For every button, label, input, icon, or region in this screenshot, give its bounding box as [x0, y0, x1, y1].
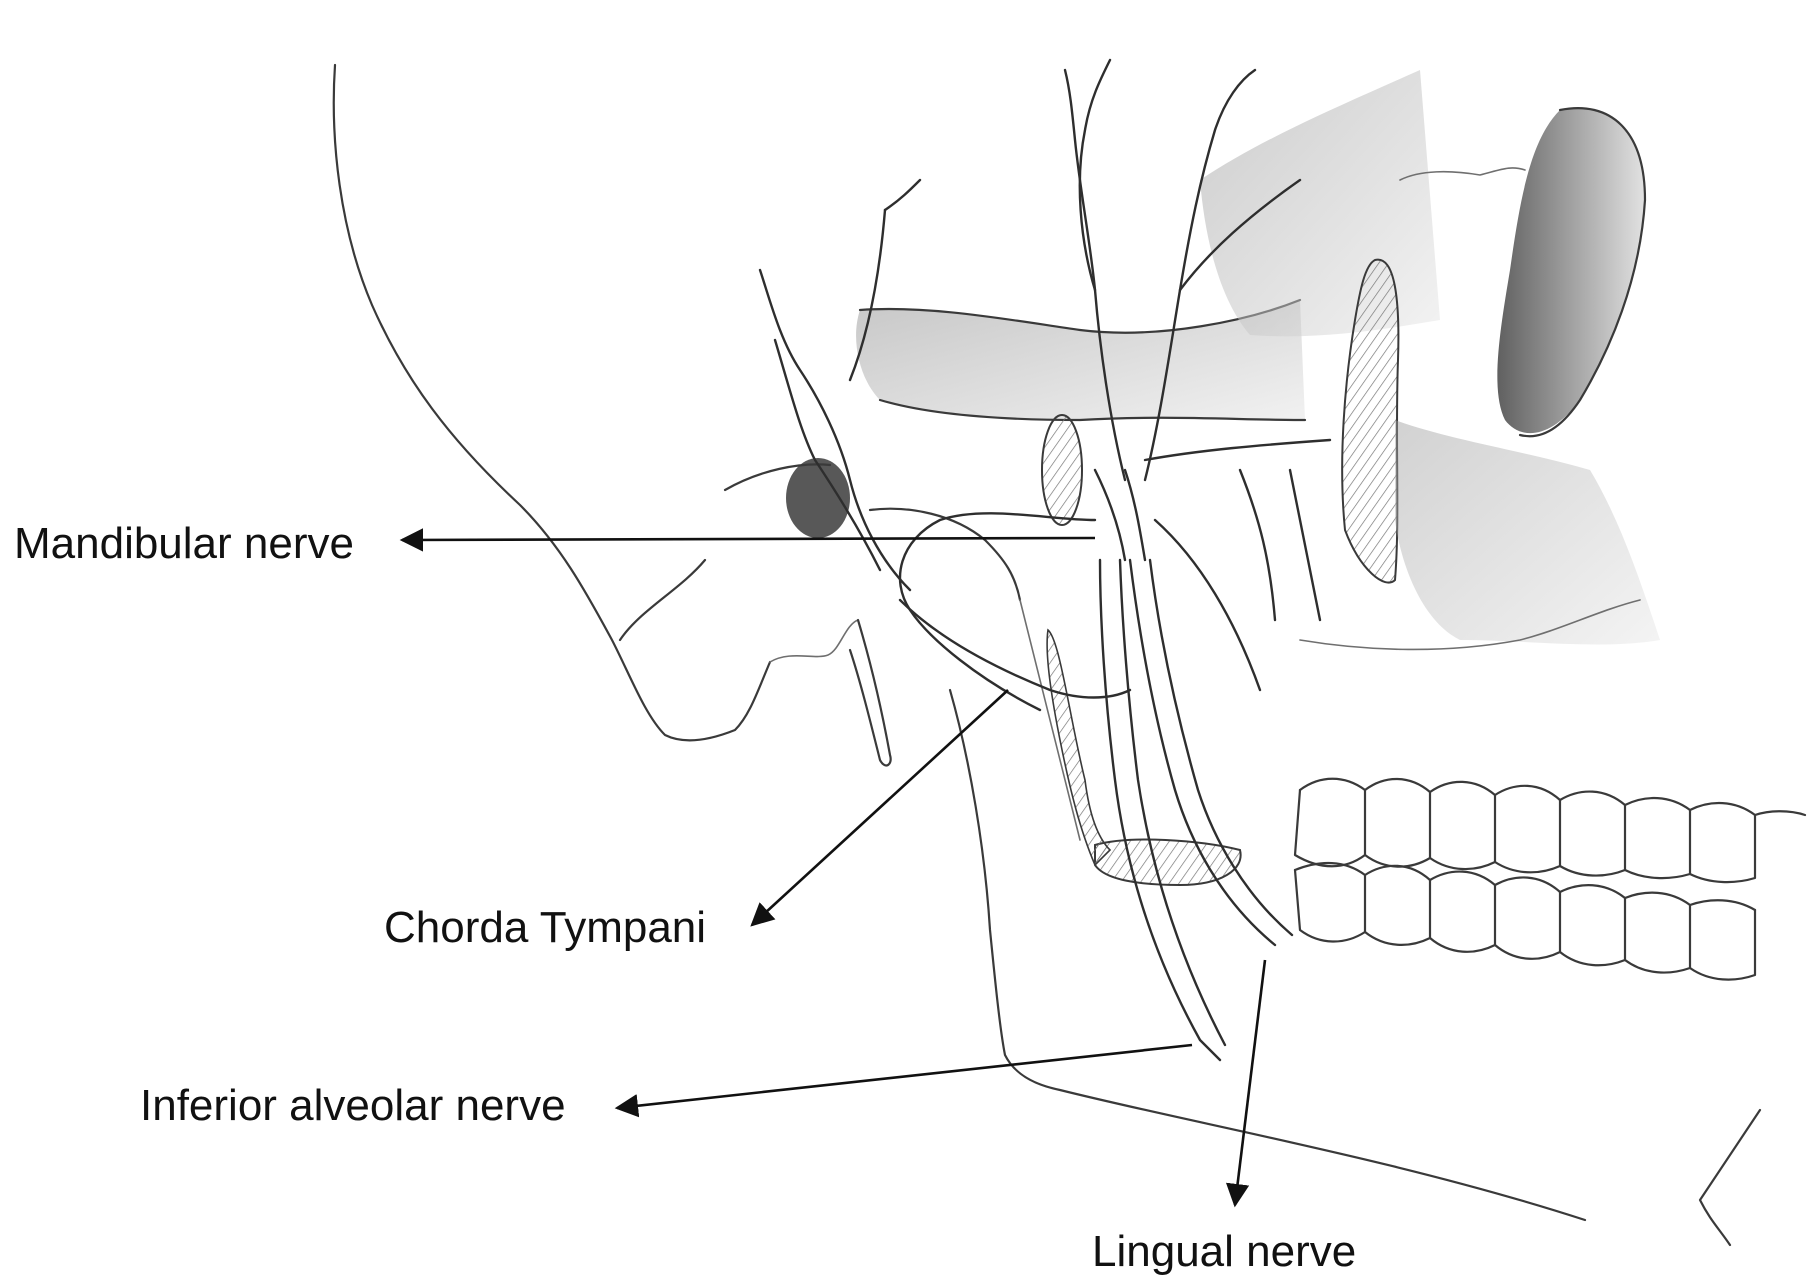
teeth [1295, 779, 1805, 980]
inferior-alveolar-nerve-leader [617, 1045, 1192, 1108]
inferior-alveolar-nerve-label: Inferior alveolar nerve [140, 1084, 566, 1128]
chorda-tympani-label: Chorda Tympani [384, 906, 706, 950]
mastoid-process [725, 458, 891, 765]
chorda-tympani-leader [752, 690, 1008, 925]
mandibular-nerve-label: Mandibular nerve [14, 522, 354, 566]
skull-outline [334, 65, 858, 740]
lingual-nerve-leader [1235, 960, 1265, 1205]
muscle-stumps [1042, 415, 1241, 885]
mandibular-nerve-leader [402, 538, 1095, 540]
orbit [1497, 108, 1645, 436]
lingual-nerve-label: Lingual nerve [1092, 1230, 1356, 1274]
zygomatic-arch [856, 300, 1305, 420]
